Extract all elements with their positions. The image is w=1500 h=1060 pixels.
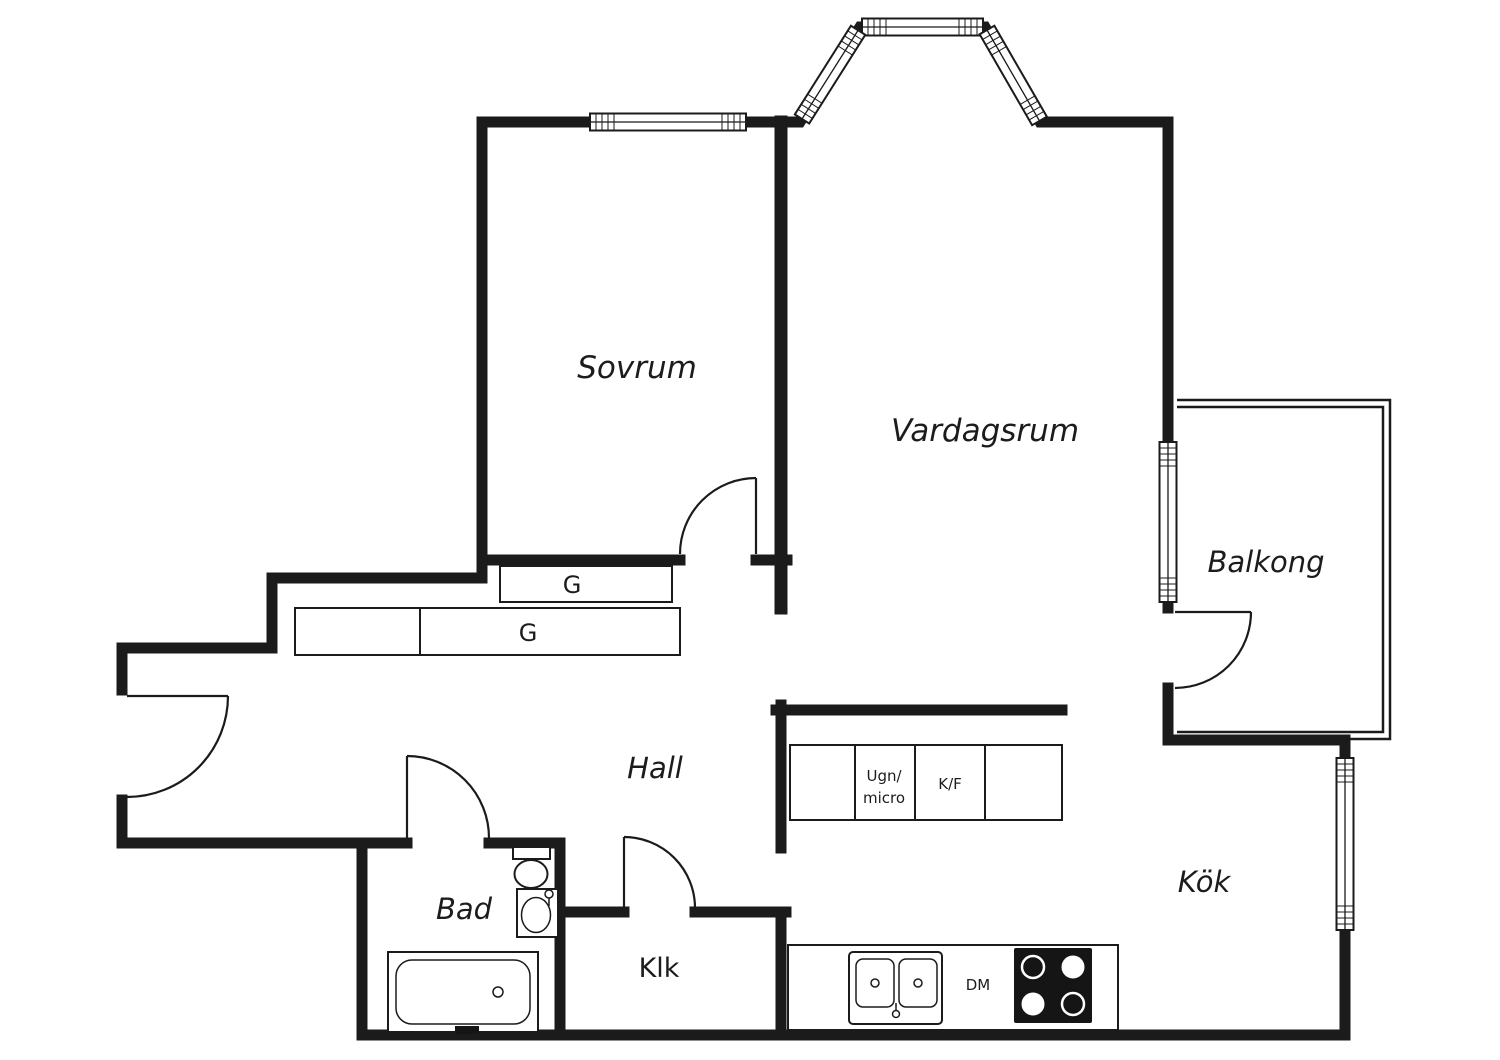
- label-sovrum: Sovrum: [577, 350, 697, 386]
- exterior-wall-left: [116, 116, 488, 696]
- sink-tap: [891, 1009, 901, 1019]
- wardrobe-label: G: [519, 619, 538, 647]
- burner-bottom-right: [1060, 991, 1086, 1017]
- window-hatch: [1336, 763, 1354, 925]
- door-entry: [126, 694, 230, 799]
- window-livingroom: [1158, 441, 1178, 603]
- stove: [1014, 948, 1092, 1023]
- kitchen-sink: [848, 951, 943, 1025]
- fridge-freezer-label: K/F: [938, 775, 962, 793]
- door-swing-arc: [623, 835, 697, 909]
- kitchen-tall-cabinets: Ugn/ micro K/F: [789, 744, 1063, 821]
- exterior-wall-bottom: [116, 682, 1351, 1041]
- window-hatch: [867, 18, 978, 36]
- sink-basin-right: [898, 958, 938, 1008]
- window-hatch: [797, 30, 863, 119]
- label-bad: Bad: [436, 892, 493, 926]
- wardrobe-outline: [499, 565, 673, 603]
- wardrobe-g1: G: [499, 565, 673, 603]
- window-bay-right: [978, 24, 1049, 127]
- bathtub-drain: [492, 986, 504, 998]
- oven-micro-label-line2: micro: [863, 789, 905, 807]
- window-hatch: [595, 113, 741, 131]
- door-swing-arc: [406, 754, 491, 839]
- exterior-wall-top-and-right: [476, 21, 1174, 614]
- washbasin-bowl: [520, 896, 552, 934]
- bathtub-outline: [387, 951, 539, 1033]
- interior-walls: [356, 115, 1068, 1041]
- door-swing-arc: [126, 695, 230, 799]
- kitchen-counter: DM: [787, 944, 1119, 1031]
- burner-top-right: [1061, 955, 1085, 979]
- balcony-railing-outer: [1177, 398, 1392, 741]
- counter-outline: [787, 944, 1119, 1031]
- sink-drain-left: [870, 978, 880, 988]
- dishwasher-label: DM: [966, 976, 991, 994]
- door-balcony: [1174, 610, 1253, 690]
- bathtub-inner: [395, 959, 531, 1025]
- window-hatch: [1159, 447, 1177, 597]
- cabinet-row-outline: [789, 744, 1063, 821]
- toilet: [512, 846, 551, 889]
- washbasin: [516, 888, 559, 938]
- bathtub: [387, 951, 539, 1034]
- label-klk: Klk: [639, 953, 680, 984]
- burner-bottom-left: [1021, 992, 1045, 1016]
- balcony-railing: [1177, 398, 1392, 741]
- wardrobe-label: G: [563, 571, 582, 599]
- door-bedroom: [678, 476, 758, 555]
- door-closet: [622, 835, 697, 909]
- window-kitchen: [1335, 757, 1355, 931]
- window-bay-top: [861, 17, 984, 37]
- toilet-bowl: [513, 859, 549, 889]
- toilet-tank: [512, 846, 551, 860]
- window-glass-line: [986, 29, 1041, 122]
- door-swing-arc: [678, 476, 757, 555]
- sink-unit-outline: [848, 951, 943, 1025]
- oven-micro-label-line1: Ugn/: [866, 767, 902, 785]
- wardrobe-g2: G: [294, 607, 681, 656]
- floor-drain: [455, 1026, 479, 1034]
- window-bedroom: [589, 112, 747, 132]
- label-vardagsrum: Vardagsrum: [891, 413, 1079, 449]
- window-bay-left: [793, 24, 867, 125]
- burner-top-left: [1020, 954, 1046, 980]
- door-bathroom: [405, 754, 491, 839]
- door-swing-arc: [1174, 611, 1253, 690]
- label-hall: Hall: [627, 751, 683, 785]
- sink-drain-right: [913, 978, 923, 988]
- window-hatch: [982, 30, 1045, 121]
- label-kok: Kök: [1178, 865, 1232, 899]
- window-glass-line: [801, 29, 859, 120]
- balcony-railing-inner: [1177, 405, 1385, 734]
- sink-basin-left: [855, 958, 895, 1008]
- label-balkong: Balkong: [1207, 545, 1324, 579]
- wardrobe-outline: [294, 607, 681, 656]
